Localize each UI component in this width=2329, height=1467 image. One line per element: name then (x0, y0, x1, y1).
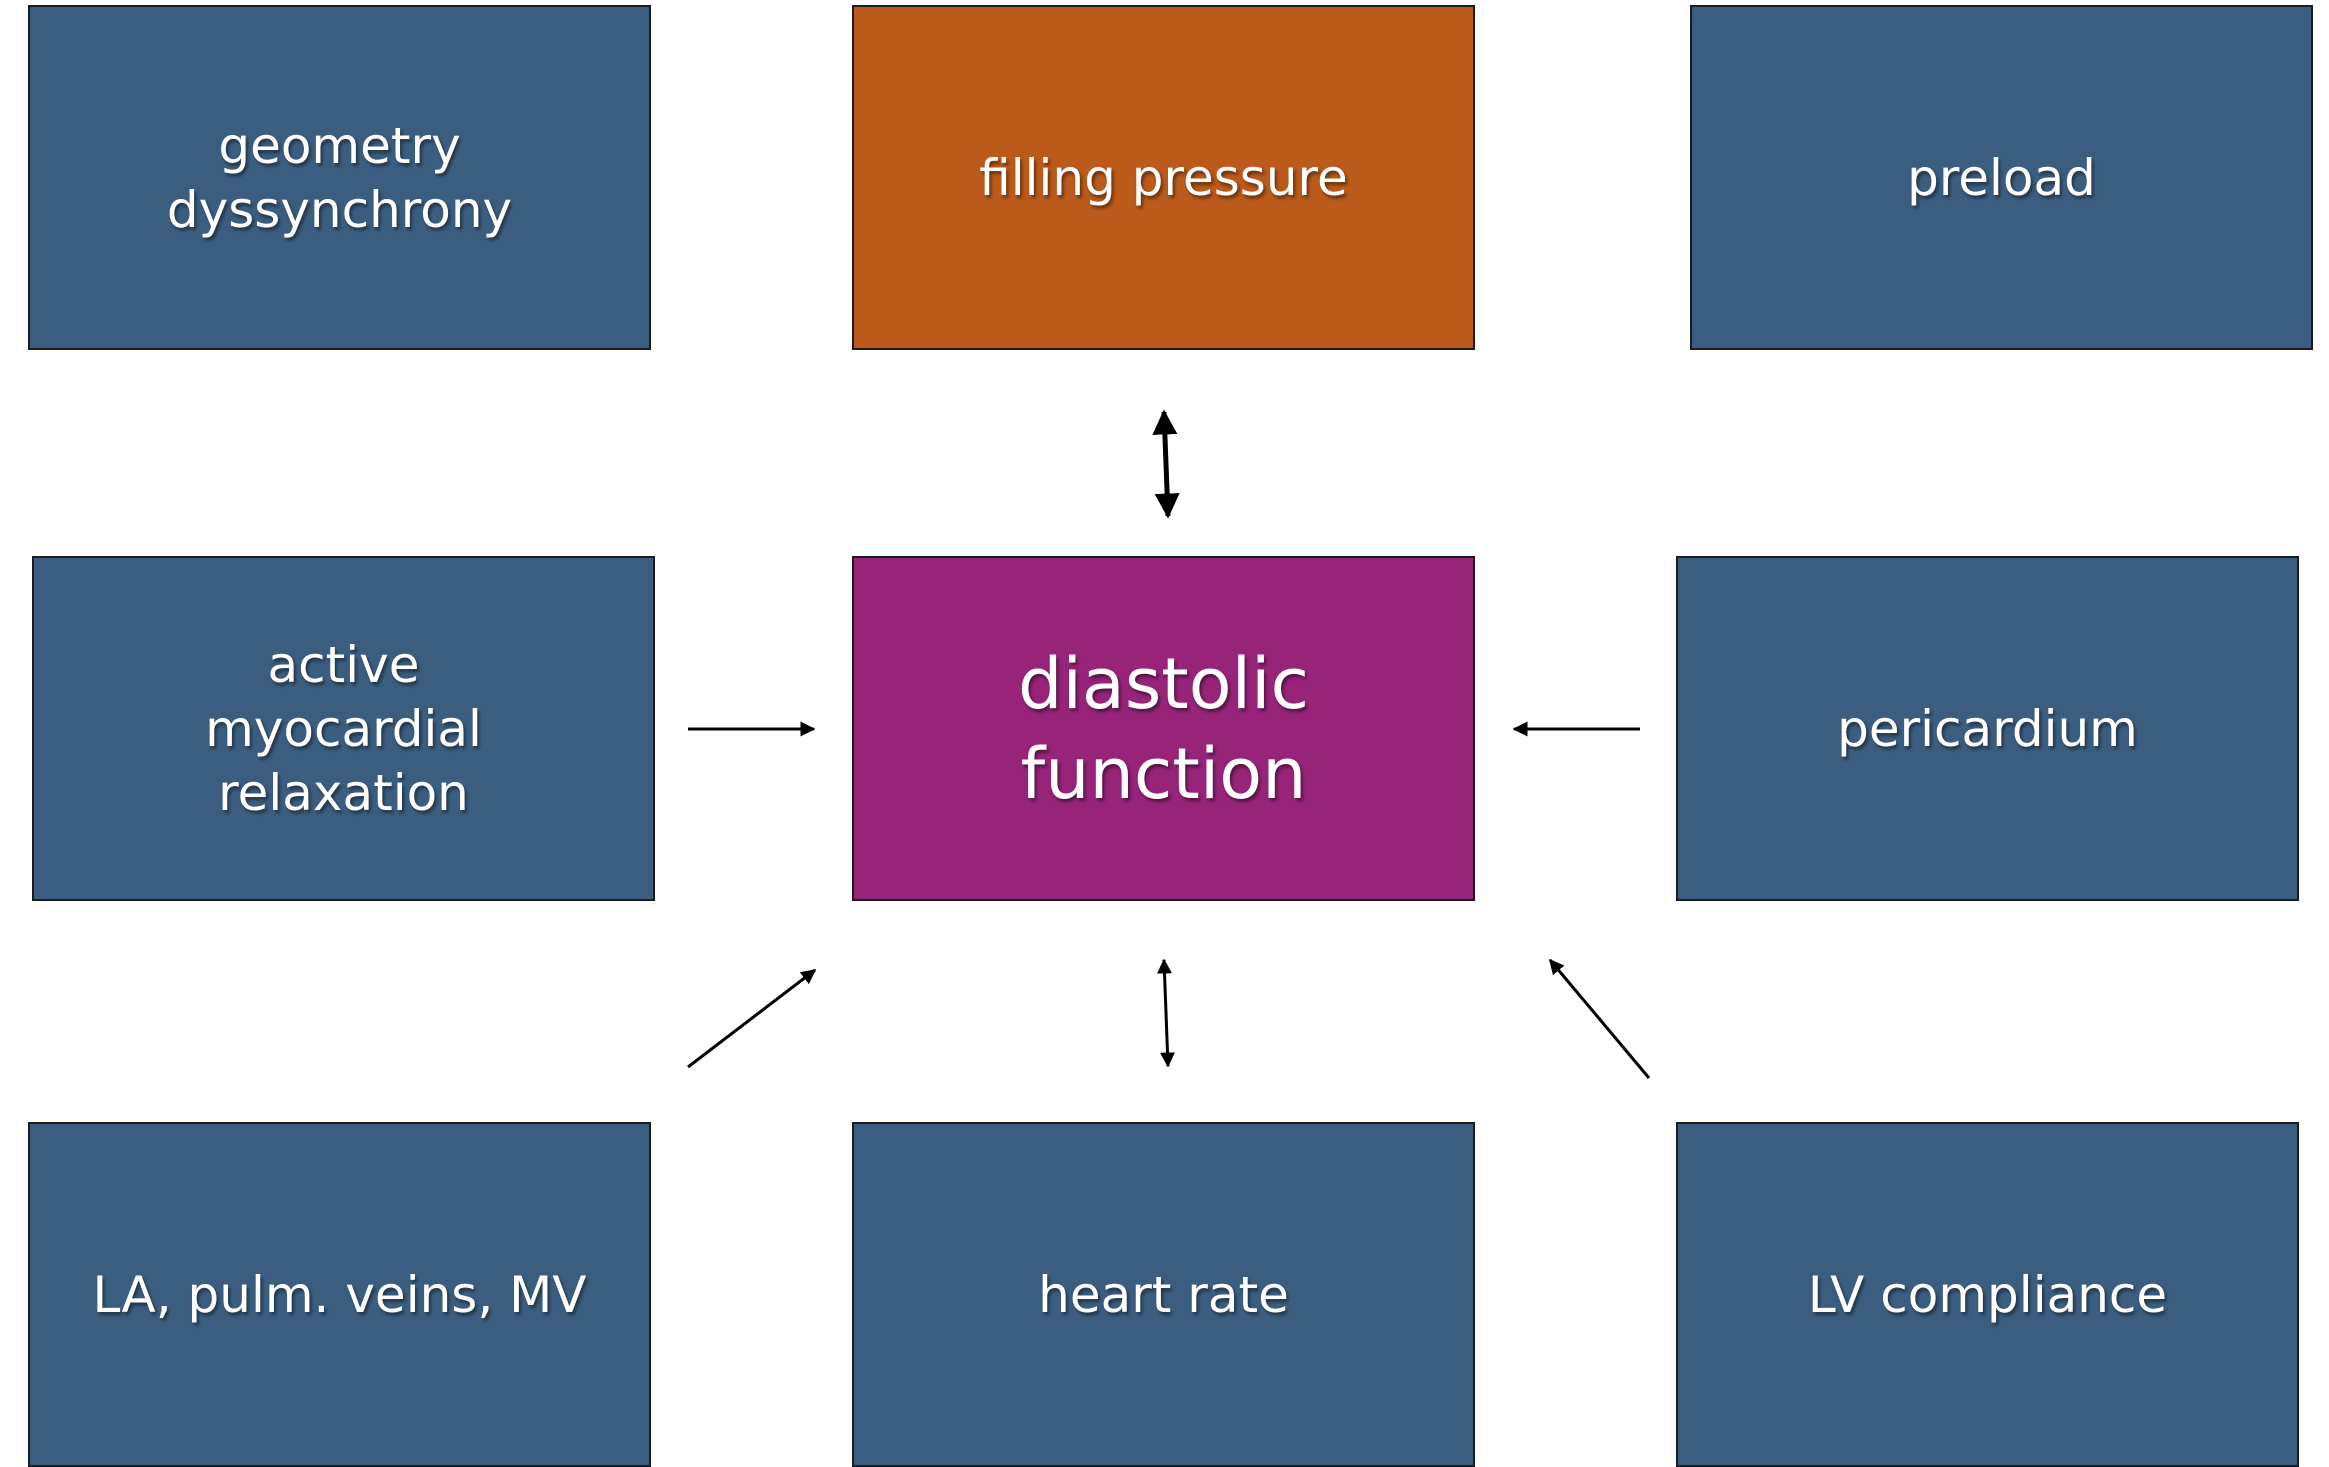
node-lv-compliance: LV compliance (1676, 1122, 2299, 1467)
node-active-myocardial-relaxation: active myocardial relaxation (32, 556, 655, 901)
arrow-heart-rate-to-diastolic (1157, 958, 1175, 1068)
arrow-lv-compliance-to-diastolic (1548, 958, 1651, 1079)
node-geometry-dyssynchrony: geometry dyssynchrony (28, 5, 651, 350)
arrow-la-to-diastolic (687, 968, 817, 1069)
node-label: diastolic function (1018, 642, 1309, 815)
node-label: preload (1907, 148, 2096, 207)
node-label: LA, pulm. veins, MV (92, 1265, 587, 1324)
node-label: geometry dyssynchrony (166, 116, 513, 239)
node-label: active myocardial relaxation (205, 635, 482, 822)
node-label: pericardium (1837, 699, 2138, 758)
node-la-pulm-veins-mv: LA, pulm. veins, MV (28, 1122, 651, 1467)
arrow-filling-pressure-to-diastolic (1152, 409, 1180, 519)
node-heart-rate: heart rate (852, 1122, 1475, 1467)
node-preload: preload (1690, 5, 2313, 350)
node-diastolic-function: diastolic function (852, 556, 1475, 901)
node-label: filling pressure (979, 148, 1348, 207)
node-label: LV compliance (1807, 1265, 2168, 1324)
node-label: heart rate (1038, 1265, 1289, 1324)
node-pericardium: pericardium (1676, 556, 2299, 901)
node-filling-pressure: filling pressure (852, 5, 1475, 350)
